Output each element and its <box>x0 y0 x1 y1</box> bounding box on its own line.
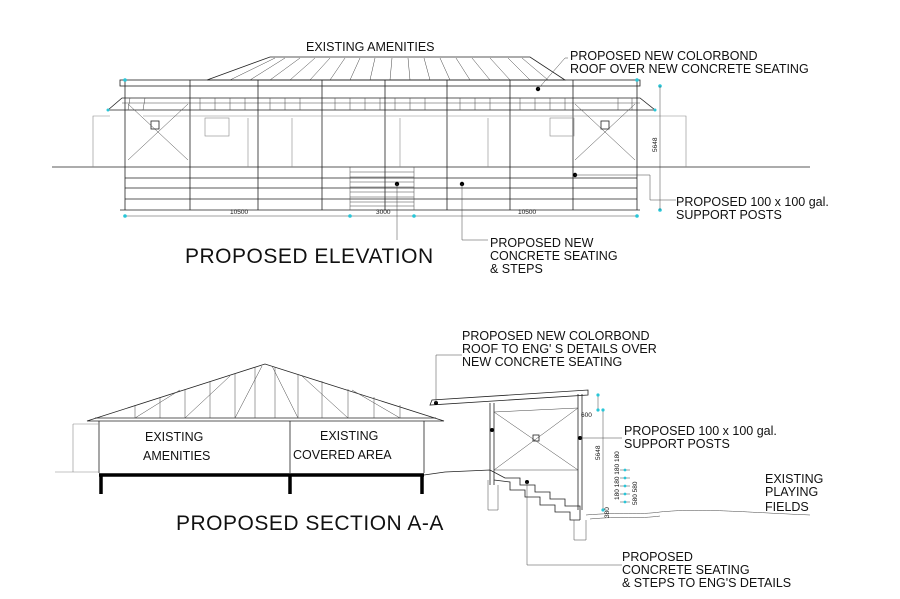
elevation-seating-label-line3: & STEPS <box>490 262 543 276</box>
section-amenities-label-line2: AMENITIES <box>143 449 210 463</box>
elevation-roof-label-line2: ROOF OVER NEW CONCRETE SEATING <box>570 62 809 76</box>
elevation-dim-left: 10500 <box>230 209 248 216</box>
elevation-title: PROPOSED ELEVATION <box>185 245 434 268</box>
section-seating-label-line2: CONCRETE SEATING <box>622 563 750 577</box>
section-seating-label-line3: & STEPS TO ENG'S DETAILS <box>622 576 791 590</box>
section-drawing <box>55 354 811 566</box>
section-seating-label-line1: PROPOSED <box>622 550 693 564</box>
elevation-posts-label-line2: SUPPORT POSTS <box>676 208 782 222</box>
elevation-roof-label-line1: PROPOSED NEW COLORBOND <box>570 49 758 63</box>
section-dim-base: 380 <box>604 507 611 518</box>
section-covered-label-line2: COVERED AREA <box>293 448 392 462</box>
elevation-drawing <box>52 56 810 241</box>
section-posts-label-line1: PROPOSED 100 x 100 gal. <box>624 424 777 438</box>
section-roof-label-line1: PROPOSED NEW COLORBOND <box>462 329 650 343</box>
section-posts-label-line2: SUPPORT POSTS <box>624 437 730 451</box>
section-fields-label-line2: PLAYING <box>765 485 818 499</box>
section-covered-label-line1: EXISTING <box>320 429 378 443</box>
elevation-existing-amenities-label: EXISTING AMENITIES <box>306 40 435 54</box>
section-amenities-label-line1: EXISTING <box>145 430 203 444</box>
elevation-seating-label-line2: CONCRETE SEATING <box>490 249 618 263</box>
section-dim-steps: 180 180 180 180 <box>614 451 621 500</box>
section-dim-600: 600 <box>581 412 592 419</box>
elevation-dim-height: 5648 <box>652 137 659 152</box>
elevation-posts-label-line1: PROPOSED 100 x 100 gal. <box>676 195 829 209</box>
section-roof-label-line3: NEW CONCRETE SEATING <box>462 355 622 369</box>
section-fields-label-line1: EXISTING <box>765 472 823 486</box>
section-fields-label-line3: FIELDS <box>765 500 809 514</box>
section-roof-label-line2: ROOF TO ENG' S DETAILS OVER <box>462 342 657 356</box>
section-dim-height: 5648 <box>595 445 602 460</box>
elevation-seating-label-line1: PROPOSED NEW <box>490 236 594 250</box>
section-dim-580: 580 580 <box>632 481 639 505</box>
elevation-dim-mid: 3000 <box>376 209 391 216</box>
section-title: PROPOSED SECTION A-A <box>176 512 444 535</box>
elevation-dim-right: 10500 <box>518 209 536 216</box>
